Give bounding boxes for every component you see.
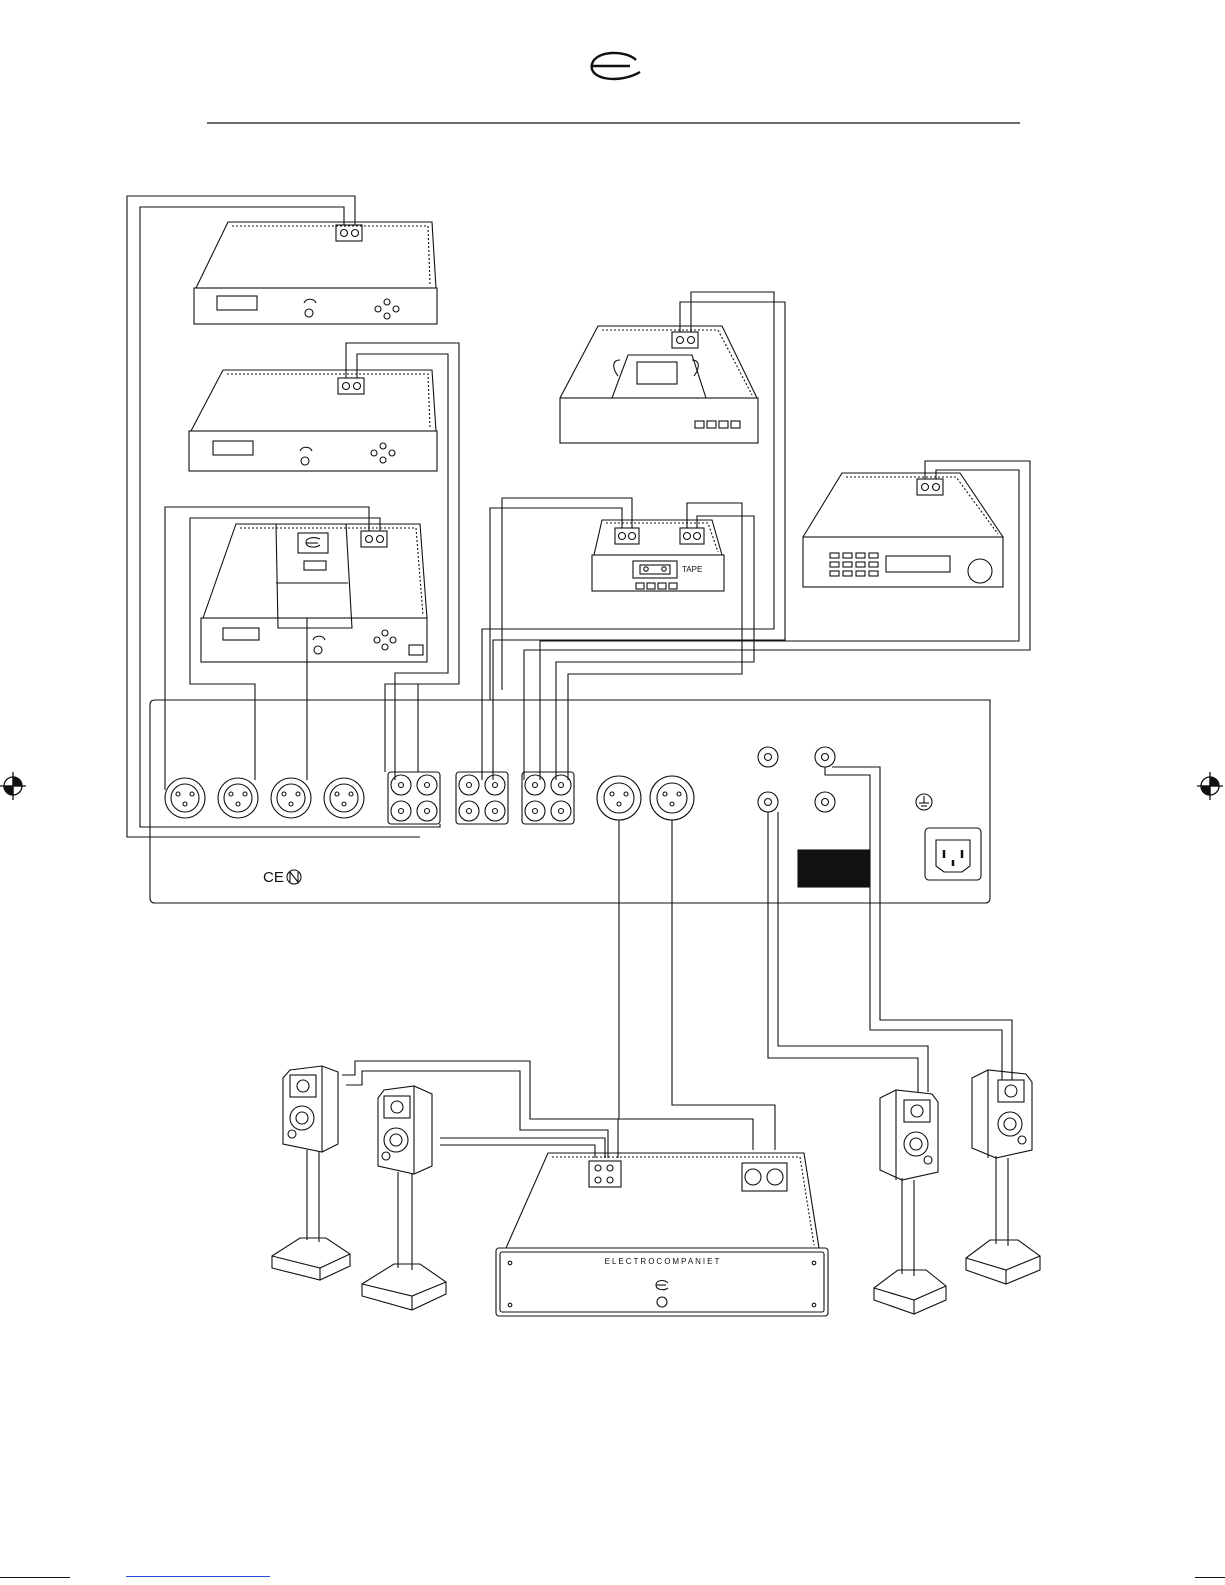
serial-label-plate (798, 850, 869, 887)
cd-player-unit (201, 524, 427, 662)
power-amplifier-unit: ELECTROCOMPANIET (496, 1153, 828, 1316)
rca-inputs (388, 772, 574, 824)
svg-text:CE: CE (263, 869, 284, 886)
tape-label: TAPE (682, 565, 702, 574)
source-unit-1 (194, 222, 437, 324)
registration-mark-right-icon (1197, 772, 1223, 800)
amp-brand-text: ELECTROCOMPANIET (605, 1257, 722, 1266)
speaker-rear-right (874, 1090, 946, 1314)
speaker-terminals (758, 747, 835, 812)
xlr-outputs (597, 776, 694, 820)
turntable-unit (560, 326, 758, 443)
rear-panel: CE (150, 700, 990, 903)
tape-deck-unit: TAPE (592, 520, 724, 591)
output-cables (342, 767, 1012, 1158)
source-unit-2 (189, 370, 437, 471)
registration-mark-left-icon (0, 772, 26, 800)
footer-rule-right (1195, 1577, 1225, 1578)
tuner-unit (803, 473, 1003, 587)
brand-logo-icon (592, 53, 640, 79)
xlr-inputs (165, 778, 364, 818)
signal-cables (127, 196, 1030, 837)
speaker-front-left (272, 1066, 350, 1280)
speaker-front-right (966, 1070, 1040, 1284)
footer-rule-left (0, 1577, 70, 1578)
footer-link-underline (126, 1576, 270, 1577)
ground-icon (916, 794, 932, 810)
power-inlet (925, 828, 981, 880)
speaker-rear-left (362, 1086, 446, 1310)
certification-marks: CE (263, 869, 301, 886)
